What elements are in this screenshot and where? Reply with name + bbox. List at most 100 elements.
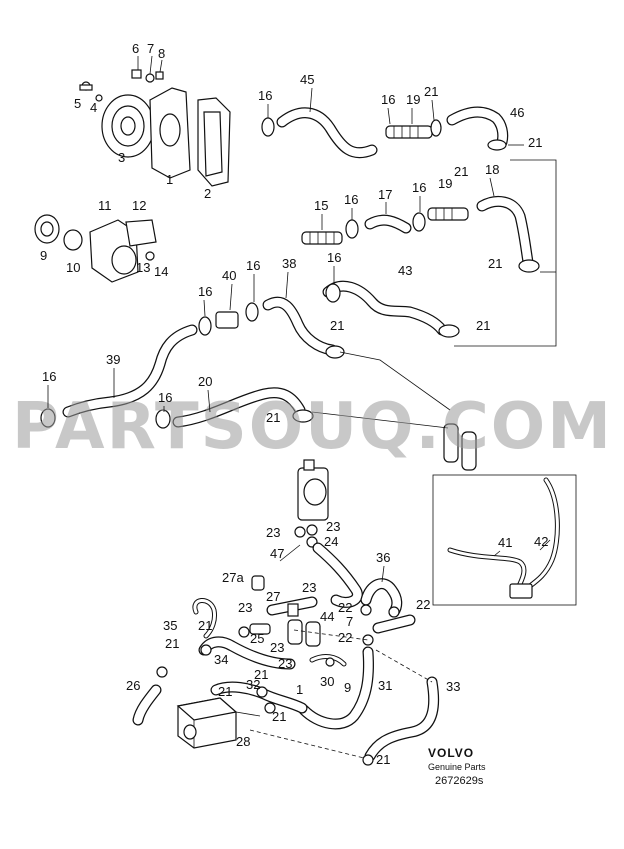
callout: 34	[214, 652, 228, 667]
callout: 21	[218, 684, 232, 699]
watermark: PARTSOUQ.COM	[12, 390, 613, 464]
callout: 4	[90, 100, 97, 115]
callout: 23	[238, 600, 252, 615]
callout: 38	[282, 256, 296, 271]
callout: 23	[278, 656, 292, 671]
callout: 20	[198, 374, 212, 389]
callout: 16	[198, 284, 212, 299]
callout: 16	[158, 390, 172, 405]
callout: 22	[416, 597, 430, 612]
water-pump-assembly	[79, 69, 231, 187]
callout: 7	[147, 41, 154, 56]
callout: 17	[378, 187, 392, 202]
callout: 12	[132, 198, 146, 213]
callout: 26	[126, 678, 140, 693]
callout: 3	[118, 150, 125, 165]
callout: 21	[528, 135, 542, 150]
callout: 44	[320, 609, 334, 624]
brand-name: VOLVO	[428, 746, 474, 760]
bellows-15	[301, 231, 343, 245]
brand-block: VOLVO Genuine Parts 2672629s	[428, 746, 486, 787]
bracket	[125, 219, 157, 247]
leader-ticks	[47, 55, 551, 583]
callout: 16	[344, 192, 358, 207]
callout: 31	[378, 678, 392, 693]
heat-exchanger-28	[176, 697, 261, 749]
callout: 47	[270, 546, 284, 561]
upper-hose-group	[261, 106, 540, 273]
thermostat-assembly	[34, 214, 157, 283]
callout: 23	[266, 525, 280, 540]
part-code: 2672629s	[435, 775, 484, 787]
callout: 11	[98, 198, 112, 213]
callout: 23	[270, 640, 284, 655]
hose-44	[287, 619, 303, 645]
callout: 21	[454, 164, 468, 179]
callout: 27a	[222, 570, 244, 585]
brand-tagline: Genuine Parts	[428, 762, 486, 772]
callout: 43	[398, 263, 412, 278]
plug-27a	[251, 575, 265, 591]
callout: 16	[246, 258, 260, 273]
bellows-19	[385, 119, 442, 139]
callout: 39	[106, 352, 120, 367]
callout: 16	[412, 180, 426, 195]
callout: 19	[438, 176, 452, 191]
callout: 2	[204, 186, 211, 201]
callout: 28	[236, 734, 250, 749]
callout: 18	[485, 162, 499, 177]
callout: 16	[381, 92, 395, 107]
callout: 19	[406, 92, 420, 107]
lower-hose-group	[132, 542, 440, 766]
callout: 13	[136, 260, 150, 275]
callout: 21	[254, 667, 268, 682]
callout: 21	[330, 318, 344, 333]
callout: 32	[246, 677, 260, 692]
callout-labels: 6 7 8 5 4 3 1 2 16 45 16 19 21 46 21 11 …	[40, 41, 548, 767]
callout: 5	[74, 96, 81, 111]
callout: 36	[376, 550, 390, 565]
callout: 42	[534, 534, 548, 549]
reference-lines	[311, 159, 557, 429]
callout: 21	[488, 256, 502, 271]
callout: 22	[338, 630, 352, 645]
callout: 15	[314, 198, 328, 213]
callout: 9	[40, 248, 47, 263]
callout: 7	[346, 614, 353, 629]
callout: 35	[163, 618, 177, 633]
callout: 6	[132, 41, 139, 56]
callout: 27	[266, 589, 280, 604]
callout: 16	[42, 369, 56, 384]
callout: 1	[296, 682, 303, 697]
inset-box	[432, 474, 577, 606]
callout: 40	[222, 268, 236, 283]
throttle-body	[294, 459, 329, 548]
callout: 9	[344, 680, 351, 695]
callout: 21	[198, 618, 212, 633]
callout: 16	[258, 88, 272, 103]
callout: 25	[250, 631, 264, 646]
callout: 45	[300, 72, 314, 87]
callout: 21	[376, 752, 390, 767]
callout: 33	[446, 679, 460, 694]
callout: 14	[154, 264, 168, 279]
callout: 41	[498, 535, 512, 550]
bellows-19b	[427, 207, 469, 221]
middle-hose-group	[40, 280, 477, 471]
callout: 21	[266, 410, 280, 425]
callout: 21	[272, 709, 286, 724]
hose-clamp	[261, 117, 275, 137]
callout: 46	[510, 105, 524, 120]
callout: 16	[327, 250, 341, 265]
seal-ring	[63, 229, 83, 251]
callout: 10	[66, 260, 80, 275]
bellows-40	[215, 311, 239, 329]
callout: 21	[476, 318, 490, 333]
callout: 1	[166, 172, 173, 187]
callout: 24	[324, 534, 338, 549]
callout: 21	[165, 636, 179, 651]
callout: 22	[338, 600, 352, 615]
callout: 23	[302, 580, 316, 595]
callout: 21	[424, 84, 438, 99]
